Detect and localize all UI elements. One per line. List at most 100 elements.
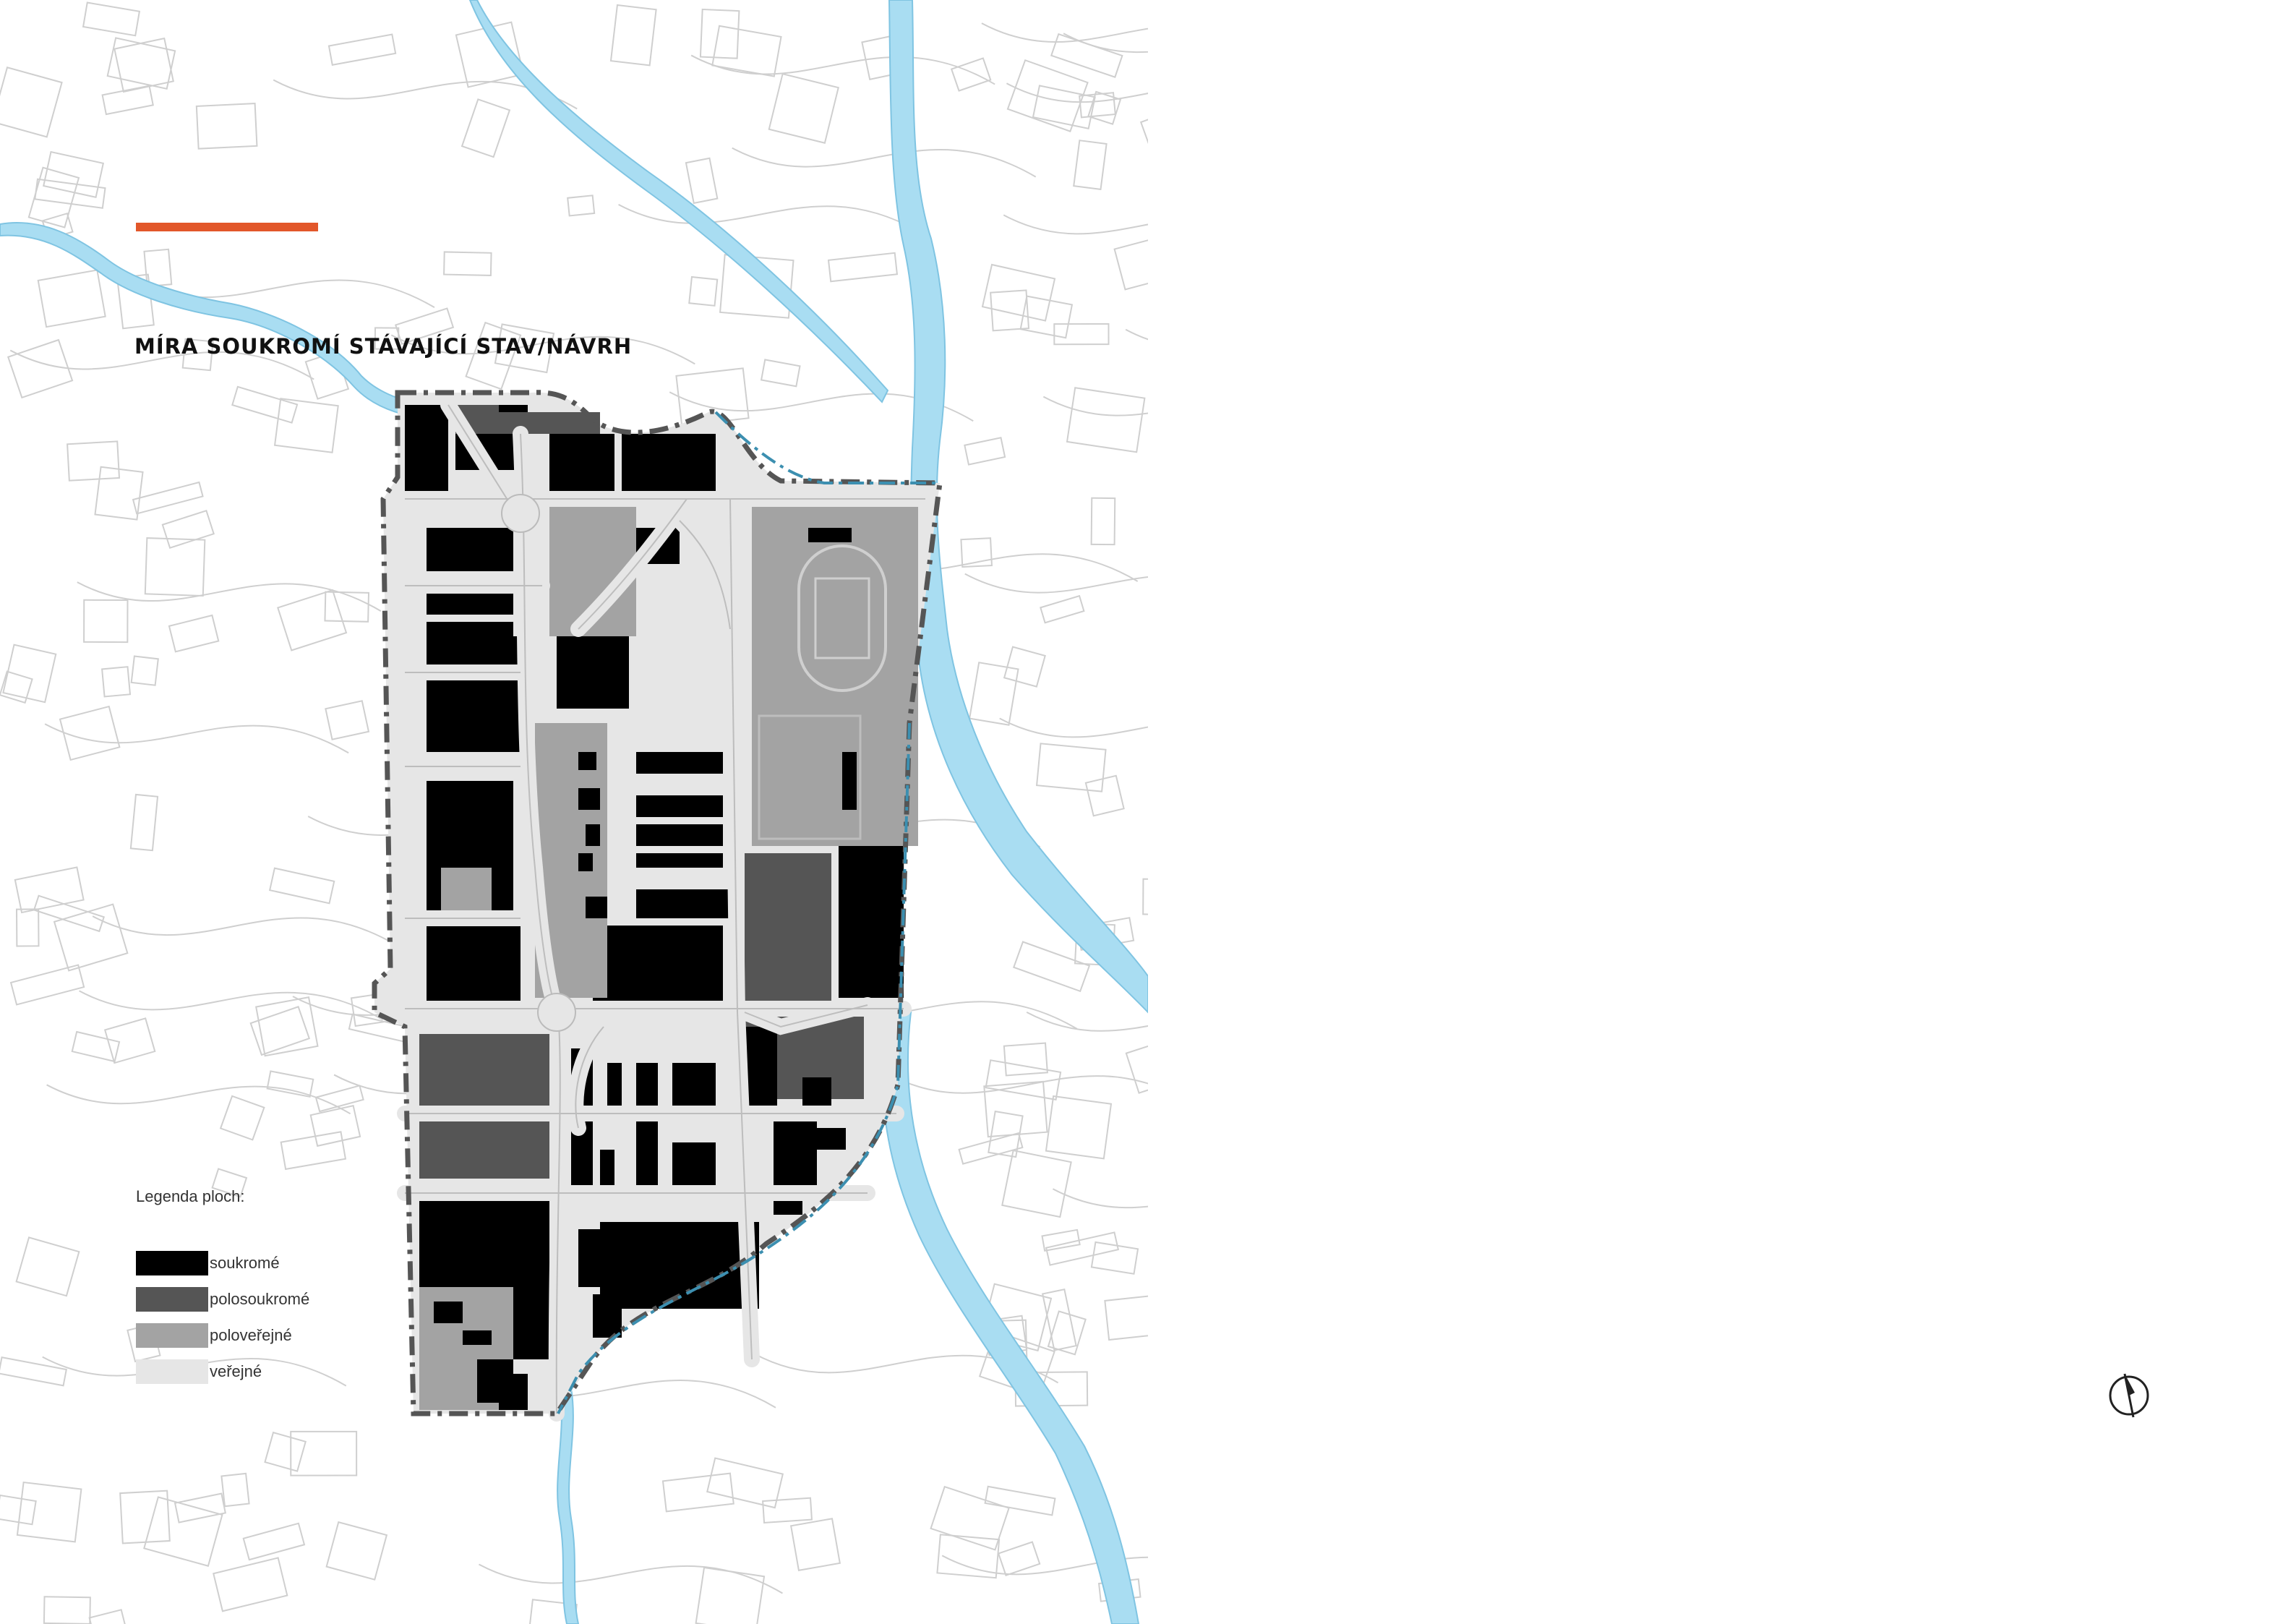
background-block [1361,1557,1435,1611]
background-road [1539,335,1843,364]
background-block [2141,1320,2175,1360]
background-block [101,666,132,698]
background-block [2194,1232,2266,1265]
background-block [1165,909,1186,946]
building [802,1128,846,1150]
background-road [1739,963,2042,992]
block-Q [1683,723,1755,998]
background-block [494,323,555,374]
background-block [2169,296,2220,338]
background-block [1413,1432,1453,1471]
block-P [427,636,521,752]
background-block [1369,1474,1397,1506]
block-P [1575,781,1661,911]
canal-shape [468,0,889,403]
block-S [1697,506,1784,636]
background-road [2130,23,2296,52]
background-block [1202,905,1275,971]
background-block [1311,510,1362,547]
background-block [997,1541,1041,1576]
building [1726,788,1748,810]
background-block [2156,60,2236,131]
block-P [1784,795,1871,817]
block-P [557,636,629,709]
background-block [129,793,159,852]
building [586,897,607,918]
background-block [213,1557,288,1612]
building [1922,1186,1950,1215]
background-block [2010,35,2054,80]
block-S [470,412,600,434]
background-block [1392,1523,1452,1560]
stadium-track [797,544,887,692]
background-block [1292,249,1319,286]
street-edge [1893,1005,2016,1027]
building [463,1330,492,1345]
block-P [622,434,716,492]
background-block [1917,74,1987,143]
background-block [1939,1518,1988,1570]
background-block [2190,1230,2228,1251]
roundabout-north [501,494,540,533]
background-block [2188,596,2232,623]
district-streets [1553,405,2073,1414]
background-road [964,573,1148,594]
background-block [1079,92,1116,119]
background-block [2152,647,2193,687]
background-block [2152,1043,2196,1076]
river-lower-shape [881,1012,1140,1624]
background-block [1323,1494,1374,1523]
block-S [1936,1041,2008,1099]
background-block [1976,253,2045,281]
background-block [1868,255,1941,317]
background-block [1849,9,1887,59]
background-road [1817,392,2121,421]
background-block [2289,108,2296,149]
district-blocks [405,405,918,1410]
background-block [1250,667,1278,696]
stream-shape [557,1388,580,1624]
block-P [672,1142,716,1186]
background-block [2132,1082,2195,1137]
background-road [1279,278,1582,307]
block-P [1770,434,1864,492]
legend-label-semiprivate: polosoukromé [210,1290,310,1308]
block-P [1741,1294,1770,1338]
block-P [1697,434,1762,503]
block-P [600,1150,614,1193]
block-P [1748,1150,1762,1193]
building [578,788,600,810]
background-block [695,1566,766,1624]
background-road [941,1555,1148,1576]
street [1596,405,1669,521]
background-block [1104,1294,1148,1341]
background-block [711,25,782,77]
background-block [760,359,801,388]
background-block [1084,774,1125,817]
background-block [661,1472,734,1513]
block-P [427,528,513,571]
block-S [1603,405,1647,434]
block-Q [441,868,492,911]
background-block [968,662,1019,726]
background-block [1415,1071,1462,1096]
background-block [219,1095,265,1141]
background-block [936,1534,1001,1579]
background-road [1052,1188,1148,1209]
background-block [2240,1242,2286,1274]
building [1726,853,1741,871]
background-block [1643,324,1702,372]
background-block [1464,1085,1512,1111]
background-block [2079,1487,2157,1550]
background-block [280,1131,347,1171]
background-block [37,269,106,328]
sports-field [1907,716,2008,839]
background-block [2202,324,2256,344]
legend-label-private: soukromé [210,1254,280,1272]
background-road [2113,574,2296,603]
background-block [1361,1168,1395,1197]
background-road [981,22,1148,43]
background-block [273,398,339,453]
background-block [1279,795,1306,850]
background-block [2227,93,2263,117]
